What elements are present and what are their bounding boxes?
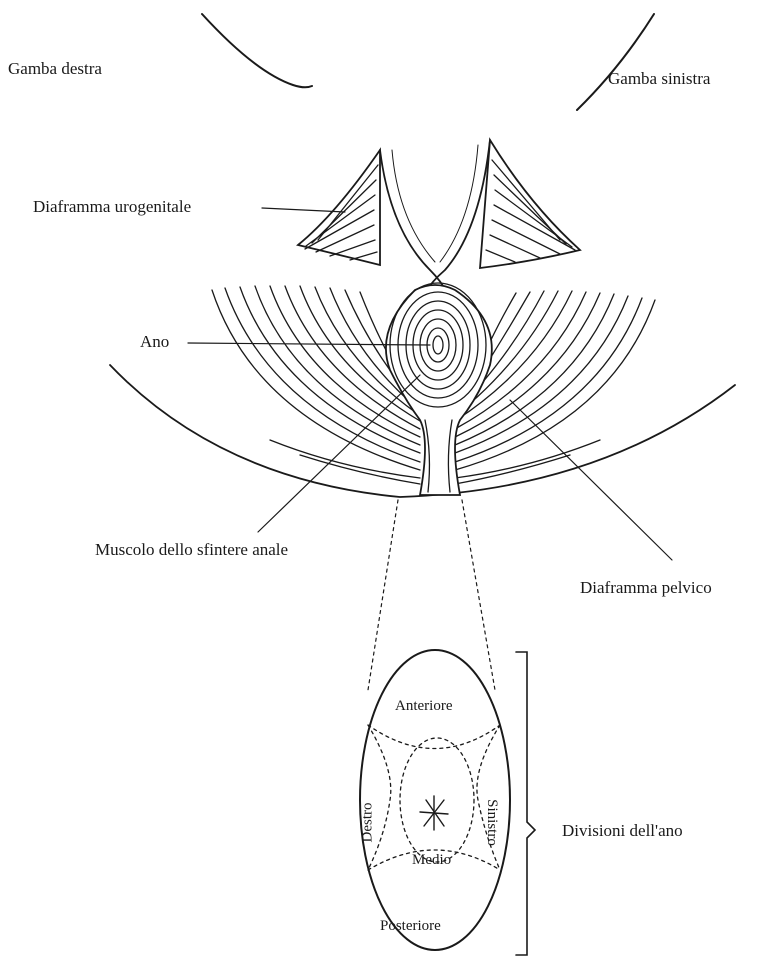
label-division-posterior: Posteriore (380, 919, 441, 934)
label-urogenital-diaphragm: Diaframma urogenitale (33, 198, 191, 215)
center-star-icon (420, 796, 448, 830)
urogenital-diaphragm-left (298, 150, 380, 265)
left-leg-outline (577, 14, 654, 110)
pelvic-diaphragm-left (212, 286, 420, 484)
label-anal-sphincter: Muscolo dello sfintere anale (95, 541, 288, 558)
divisions-brace (516, 652, 535, 955)
label-division-left: Sinistro (484, 799, 499, 846)
right-leg-outline (202, 14, 312, 87)
label-right-leg: Gamba destra (8, 60, 102, 77)
label-division-middle: Medio (412, 853, 451, 868)
label-anus: Ano (140, 333, 169, 350)
projection-right (462, 500, 495, 690)
label-division-anterior: Anteriore (395, 699, 452, 714)
label-division-right: Destro (361, 803, 376, 843)
projection-left (368, 500, 398, 690)
urogenital-diaphragm-right (480, 140, 580, 268)
label-anus-divisions: Divisioni dell'ano (562, 822, 683, 839)
label-pelvic-diaphragm: Diaframma pelvico (580, 579, 712, 596)
label-left-leg: Gamba sinistra (608, 70, 710, 87)
